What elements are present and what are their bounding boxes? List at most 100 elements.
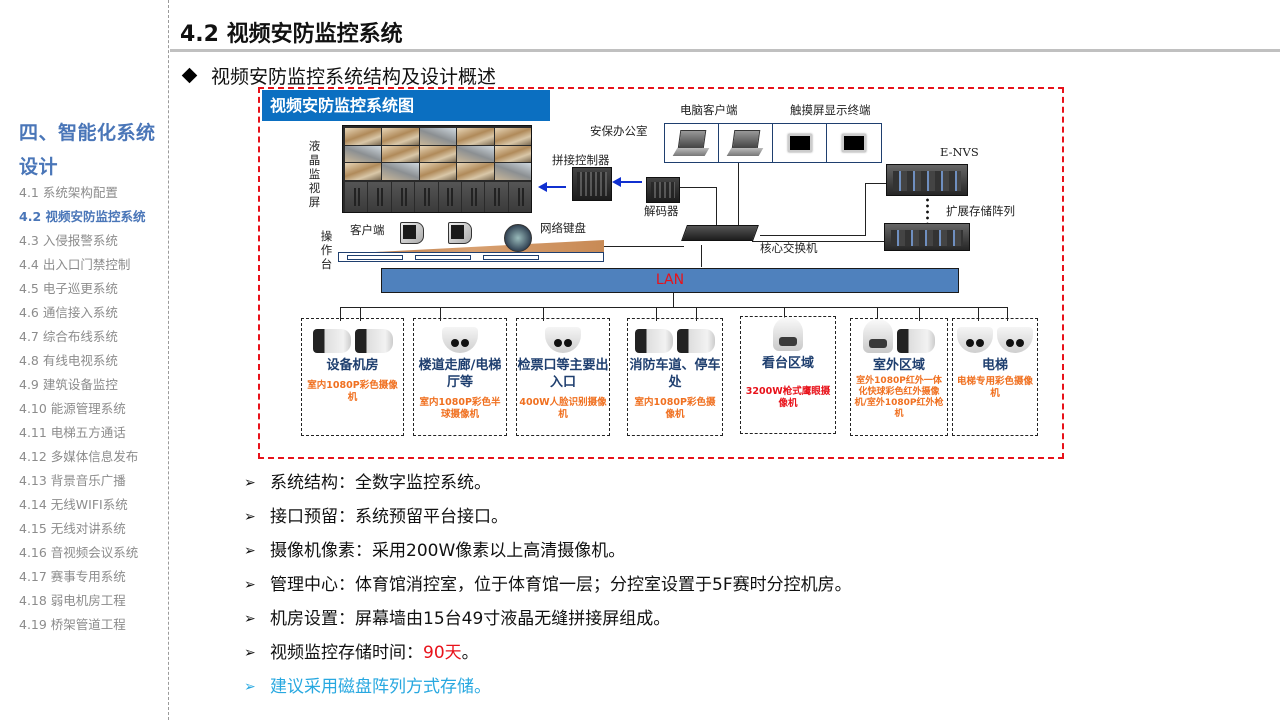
zone-name: 检票口等主要出入口 [517,358,609,390]
zone-equipment-room: 设备机房 室内1080P彩色摄像机 [301,318,404,436]
nav-item-4-15[interactable]: 4.15 无线对讲系统 [19,521,126,536]
decoder-device [646,177,680,203]
dome-camera-icon [997,327,1033,353]
nav-item-4-16[interactable]: 4.16 音视频会议系统 [19,545,139,560]
pc-client-label: 电脑客户端 [680,103,738,117]
nav-item-4-14[interactable]: 4.14 无线WIFI系统 [19,497,128,512]
nav-item-4-9[interactable]: 4.9 建筑设备监控 [19,377,118,392]
envs-label: E-NVS [940,145,979,159]
bullet-item: ➢机房设置：屏幕墙由15台49寸液晶无缝拼接屏组成。 [244,602,852,636]
bullet-item-recommendation: ➢建议采用磁盘阵列方式存储。 [244,670,852,704]
decoder-link-v [716,187,717,229]
diagram-title: 视频安防监控系统图 [262,90,550,121]
touchscreen-icon [787,134,812,152]
zone-name: 设备机房 [326,358,379,373]
sidebar-divider [168,0,169,720]
zone-fire-lane: 消防车道、停车处 室内1080P彩色摄像机 [627,318,723,436]
touchscreen-icon [842,134,866,152]
decoder-link [680,187,716,188]
bullet-item-storage-time: ➢视频监控存储时间：90天。 [244,636,852,670]
dome-camera-icon [545,327,581,353]
video-wall [342,125,532,213]
nav-item-4-8[interactable]: 4.8 有线电视系统 [19,353,118,368]
bullet-item: ➢系统结构：全数字监控系统。 [244,466,852,500]
zone-name: 看台区域 [761,356,814,371]
switch-to-lan [701,245,702,267]
arrow-bullet-icon: ➢ [244,611,256,627]
nav-item-4-5[interactable]: 4.5 电子巡更系统 [19,281,118,296]
zone-desc: 3200W枪式鹰眼摄像机 [745,386,831,409]
nav-item-4-12[interactable]: 4.12 多媒体信息发布 [19,449,139,464]
zone-outdoor: 室外区域 室外1080P红外一体化快球彩色红外摄像机/室外1080P红外枪机 [850,318,948,436]
dome-camera-icon [957,327,993,353]
arrow-bullet-icon: ➢ [244,577,256,593]
splicing-controller-device [572,167,612,201]
bullet-camera-icon [312,329,351,353]
zone-name: 楼道走廊/电梯厅等 [418,358,502,390]
bullet-camera-icon [635,329,673,353]
zone-entrance: 检票口等主要出入口 400W人脸识别摄像机 [516,318,610,436]
nav-item-4-6[interactable]: 4.6 通信接入系统 [19,305,118,320]
nav-item-4-17[interactable]: 4.17 赛事专用系统 [19,569,126,584]
zone-desc: 室内1080P彩色半球摄像机 [419,397,501,420]
arrow-bullet-icon: ➢ [244,543,256,559]
storage-array-label: 扩展存储阵列 [946,204,1015,218]
office-link [738,163,739,233]
nav-item-4-2[interactable]: 4.2 视频安防监控系统 [19,209,146,224]
nav-item-4-18[interactable]: 4.18 弱电机房工程 [19,593,126,608]
nav-item-4-3[interactable]: 4.3 入侵报警系统 [19,233,118,248]
arrow-to-controller-icon [612,177,621,187]
dome-camera-icon [442,327,478,353]
nav-item-4-1[interactable]: 4.1 系统架构配置 [19,185,118,200]
arrow-to-wall-icon [538,182,547,192]
zone-desc: 室内1080P彩色摄像机 [634,397,716,420]
core-switch-label: 核心交换机 [760,241,818,255]
diamond-bullet-icon [181,67,198,84]
zone-stands: 看台区域 3200W枪式鹰眼摄像机 [740,316,836,434]
splicing-controller-label: 拼接控制器 [552,153,610,167]
nav-item-4-13[interactable]: 4.13 背景音乐广播 [19,473,126,488]
zone-desc: 室内1080P彩色摄像机 [307,380,398,403]
network-keyboard-label: 网络键盘 [540,221,586,235]
nav-item-4-19[interactable]: 4.19 桥架管道工程 [19,617,126,632]
arrow-bullet-icon: ➢ [244,509,256,525]
zone-elevator: 电梯 电梯专用彩色摄像机 [952,318,1038,436]
security-office-devices [664,123,882,163]
nav-item-4-7[interactable]: 4.7 综合布线系统 [19,329,118,344]
video-wall-label: 液晶监视屏 [308,139,321,209]
lan-drop [673,293,674,307]
bullet-camera-icon [677,329,715,353]
nav-item-4-4[interactable]: 4.4 出入口门禁控制 [19,257,131,272]
chapter-title: 四、智能化系统设计 [19,122,156,178]
security-office-label: 安保办公室 [590,124,648,138]
bullet-camera-icon [897,329,935,353]
nav-item-4-10[interactable]: 4.10 能源管理系统 [19,401,126,416]
zone-desc: 室外1080P红外一体化快球彩色红外摄像机/室外1080P红外枪机 [854,376,944,419]
bullet-item: ➢摄像机像素：采用200W像素以上高清摄像机。 [244,534,852,568]
laptop-icon [729,130,763,156]
nav-item-4-11[interactable]: 4.11 电梯五方通话 [19,425,126,440]
zone-desc: 电梯专用彩色摄像机 [956,376,1033,399]
page-title: 4.2 视频安防监控系统 [180,22,403,47]
zone-desc: 400W人脸识别摄像机 [519,397,607,420]
bullet-item: ➢接口预留：系统预留平台接口。 [244,500,852,534]
storage-array-server [884,223,970,251]
console-label: 操作台 [320,229,333,271]
arrow-bullet-icon: ➢ [244,645,256,661]
core-switch-device [681,225,759,241]
video-wall-cabinet [345,182,531,212]
decoder-label: 解码器 [644,204,679,218]
camera-bus [340,307,1008,308]
client-monitor-icon [400,222,424,244]
zone-name: 室外区域 [872,358,925,373]
storage-days-highlight: 90天 [423,643,462,663]
section-nav: 4.1 系统架构配置 4.2 视频安防监控系统 4.3 入侵报警系统 4.4 出… [19,184,146,640]
ptz-camera-icon [863,319,893,353]
switch-to-storage [752,241,884,242]
lan-bar: LAN [381,268,959,293]
zone-name: 消防车道、停车处 [629,358,721,390]
arrow-bullet-icon: ➢ [244,475,256,491]
network-keyboard-icon [504,224,532,252]
zone-corridor: 楼道走廊/电梯厅等 室内1080P彩色半球摄像机 [413,318,507,436]
ptz-camera-icon [773,317,803,351]
